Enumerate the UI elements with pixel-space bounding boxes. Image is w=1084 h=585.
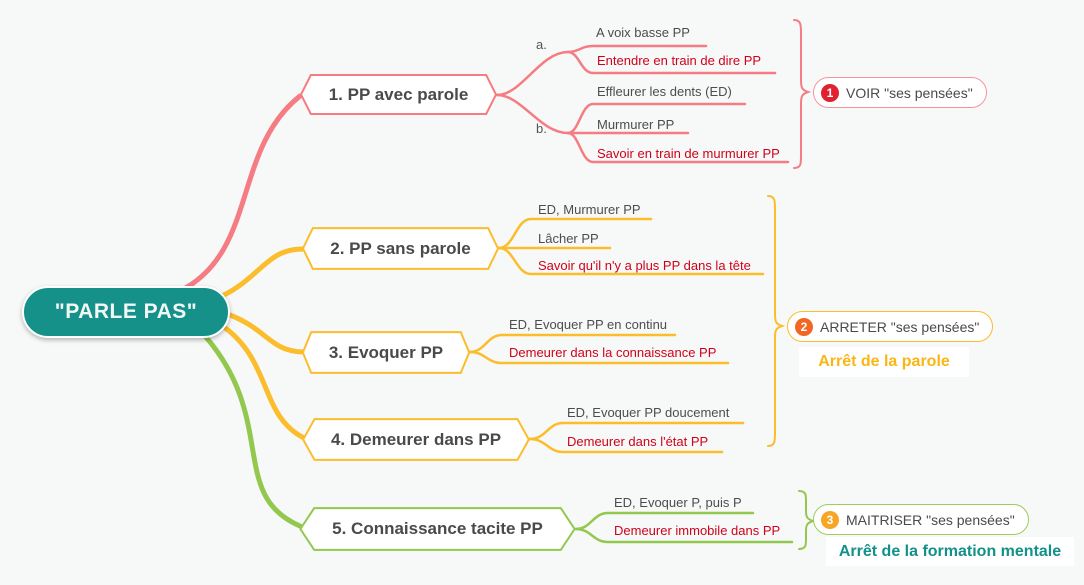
leaf-topic[interactable]: Demeurer dans l'état PP xyxy=(567,434,709,449)
leaf-topic[interactable]: ED, Evoquer PP doucement xyxy=(567,405,730,420)
leaf-topic[interactable]: ED, Murmurer PP xyxy=(538,202,641,217)
branch-node-2-label: 2. PP sans parole xyxy=(330,238,471,258)
leaf-topic[interactable]: Demeurer immobile dans PP xyxy=(614,523,781,538)
callout-voir[interactable]: 1 VOIR "ses pensées" xyxy=(813,77,987,108)
callout-3-number-badge: 3 xyxy=(821,510,839,529)
branch-node-3[interactable]: 3. Evoquer PP xyxy=(302,331,470,374)
branch-node-4-label: 4. Demeurer dans PP xyxy=(330,429,502,449)
leaf-topic[interactable]: ED, Evoquer P, puis P xyxy=(614,495,742,510)
leaf-topic[interactable]: A voix basse PP xyxy=(596,25,690,40)
subtopic-b-label[interactable]: b. xyxy=(536,121,547,136)
callout-maitriser-label: MAITRISER "ses pensées" xyxy=(846,511,1015,528)
branch-node-1-label: 1. PP avec parole xyxy=(328,84,469,104)
callout-arreter-label: ARRETER "ses pensées" xyxy=(820,318,980,335)
leaf-topic[interactable]: Lâcher PP xyxy=(538,231,599,246)
caption-arret-formation-mentale[interactable]: Arrêt de la formation mentale xyxy=(826,537,1074,566)
branch-node-5[interactable]: 5. Connaissance tacite PP xyxy=(299,507,576,551)
caption-arret-parole[interactable]: Arrêt de la parole xyxy=(799,347,969,377)
node-shape xyxy=(299,507,576,551)
root-topic[interactable]: "PARLE PAS" xyxy=(22,286,230,338)
callout-2-number-badge: 2 xyxy=(795,317,813,336)
brace-3 xyxy=(798,490,817,550)
branch-node-4[interactable]: 4. Demeurer dans PP xyxy=(302,418,530,461)
node-shape xyxy=(300,74,497,115)
leaf-topic[interactable]: Savoir en train de murmurer PP xyxy=(597,146,780,161)
branch-node-3-label: 3. Evoquer PP xyxy=(328,342,444,362)
branch-node-1[interactable]: 1. PP avec parole xyxy=(300,74,497,115)
leaf-topic[interactable]: Entendre en train de dire PP xyxy=(597,53,762,68)
subtopic-a-label[interactable]: a. xyxy=(536,37,547,52)
node-shape xyxy=(302,331,470,374)
leaf-topic[interactable]: ED, Evoquer PP en continu xyxy=(509,317,668,332)
leaf-topic[interactable]: Murmurer PP xyxy=(597,117,675,132)
branch-node-2[interactable]: 2. PP sans parole xyxy=(302,227,499,270)
node-shape xyxy=(302,418,530,461)
callout-1-number-badge: 1 xyxy=(821,83,839,102)
leaf-topic[interactable]: Effleurer les dents (ED) xyxy=(597,84,732,99)
node-shape xyxy=(302,227,499,270)
leaf-topic[interactable]: Savoir qu'il n'y a plus PP dans la tête xyxy=(538,258,751,273)
callout-arreter[interactable]: 2 ARRETER "ses pensées" xyxy=(787,311,994,342)
brace-1 xyxy=(793,19,812,169)
brace-2 xyxy=(767,195,786,447)
callout-voir-label: VOIR "ses pensées" xyxy=(846,84,973,101)
root-topic-label: "PARLE PAS" xyxy=(54,300,198,323)
branch-node-5-label: 5. Connaissance tacite PP xyxy=(332,519,543,538)
callout-maitriser[interactable]: 3 MAITRISER "ses pensées" xyxy=(813,504,1029,535)
leaf-topic[interactable]: Demeurer dans la connaissance PP xyxy=(509,345,717,360)
